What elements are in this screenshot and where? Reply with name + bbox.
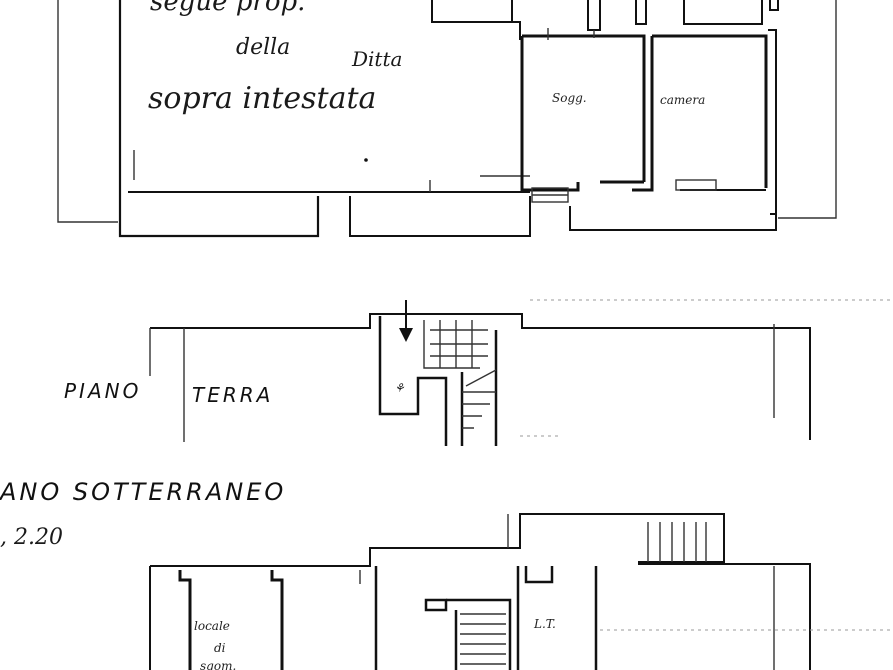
basement-height: , 2.20 <box>0 525 63 550</box>
room-label-camera: camera <box>660 93 705 107</box>
svg-text:⚘: ⚘ <box>394 381 405 395</box>
basement-plan: ANO SOTTERRANEO , 2.20 locale di sgom. L… <box>0 478 893 670</box>
note-ditta: Ditta <box>351 47 402 71</box>
label-terra: TERRA <box>192 383 273 407</box>
room-label-di: di <box>214 641 226 655</box>
room-label-lt: L.T. <box>533 617 556 631</box>
room-label-sgom: sgom. <box>200 659 236 670</box>
room-label-locale: locale <box>194 619 230 633</box>
note-sopra-intestata: sopra intestata <box>148 81 376 116</box>
upper-plan: segue prop. della Ditta sopra intestata … <box>57 0 837 238</box>
room-label-sogg: Sogg. <box>552 91 587 105</box>
basement-title: ANO SOTTERRANEO <box>0 478 286 506</box>
ground-floor-plan: ⚘ PIANO TERRA <box>64 299 893 446</box>
label-piano: PIANO <box>64 379 141 403</box>
note-della: della <box>236 35 290 60</box>
note-segue-prop: segue prop. <box>150 0 305 17</box>
